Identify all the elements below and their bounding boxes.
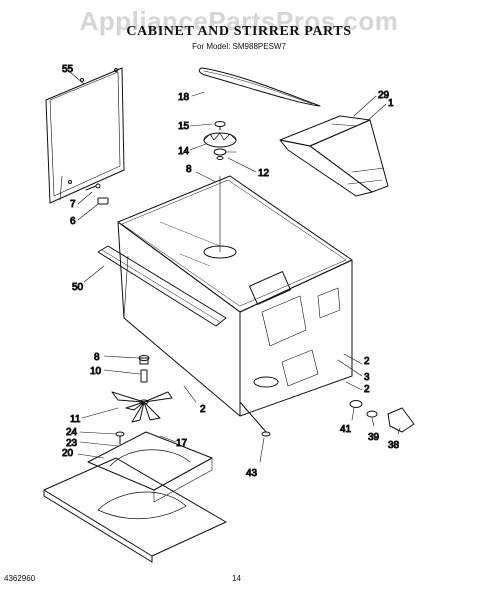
part-38-connector <box>349 400 415 433</box>
part-20-motor-bracket <box>87 431 213 503</box>
part-18-gasket <box>198 67 321 107</box>
callout-3: 3 <box>364 372 370 383</box>
callout-43: 43 <box>246 468 258 479</box>
callout-39: 39 <box>368 432 380 443</box>
callout-55: 55 <box>62 64 74 75</box>
callout-10: 10 <box>90 366 102 377</box>
callout-11: 11 <box>70 414 81 425</box>
callout-14: 14 <box>178 146 190 157</box>
callout-29: 29 <box>378 90 390 101</box>
part-50-front-trim <box>97 245 227 327</box>
callout-41: 41 <box>340 424 352 435</box>
page-number: 14 <box>232 574 241 583</box>
callout-50: 50 <box>72 282 84 293</box>
callout-20: 20 <box>62 448 74 459</box>
part-55-side-panel <box>45 67 125 204</box>
callout-1: 1 <box>388 98 394 109</box>
document-number: 4362960 <box>4 574 36 583</box>
callout-2-right-top: 2 <box>364 356 370 367</box>
part-43-sensor-lead <box>239 401 271 437</box>
callout-8-top: 8 <box>186 164 192 175</box>
callout-23: 23 <box>66 438 78 449</box>
callout-6: 6 <box>70 216 76 227</box>
base-plate <box>43 457 227 563</box>
callout-2-right-bottom: 2 <box>364 384 370 395</box>
part-10-coupling <box>138 355 150 383</box>
callout-labels: 55 18 29 1 15 14 12 8 7 6 50 8 10 2 3 2 <box>62 64 401 480</box>
callout-2-center: 2 <box>200 404 206 415</box>
part-6-bracket <box>85 183 109 205</box>
callout-8-mid: 8 <box>94 352 100 363</box>
callout-7: 7 <box>70 199 76 210</box>
callout-12: 12 <box>258 168 270 179</box>
cabinet-enclosure <box>117 175 353 417</box>
part-14-stirrer-blade <box>203 121 237 160</box>
part-11-fan-blade <box>111 391 173 423</box>
diagram-title: CABINET AND STIRRER PARTS <box>126 24 352 39</box>
callout-18: 18 <box>178 92 190 103</box>
callout-15: 15 <box>178 121 190 132</box>
model-subtitle: For Model: SM988PESW7 <box>192 42 286 51</box>
part-29-stirrer-cover <box>279 115 389 197</box>
callout-38: 38 <box>388 440 400 451</box>
callout-24: 24 <box>66 427 78 438</box>
callout-17: 17 <box>176 438 188 449</box>
